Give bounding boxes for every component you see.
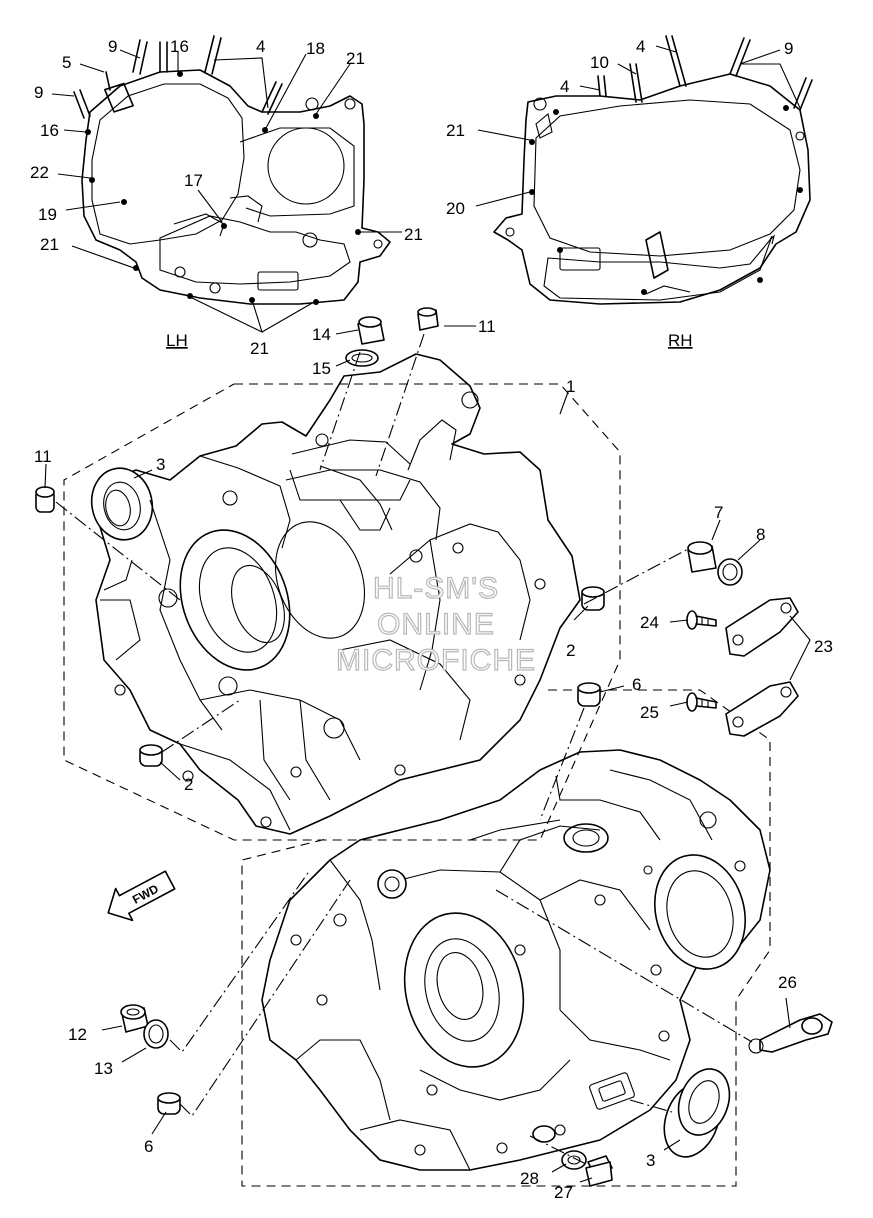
callout-8: 8 <box>756 525 765 544</box>
callout-28: 28 <box>520 1169 539 1188</box>
callout-lh-9b: 9 <box>34 83 43 102</box>
callout-lh-19: 19 <box>38 205 57 224</box>
callout-lh-17: 17 <box>184 171 203 190</box>
callout-lh-9a: 9 <box>108 37 117 56</box>
small-parts <box>35 307 833 1187</box>
callout-lh-21d: 21 <box>250 339 269 358</box>
callout-rh-9: 9 <box>784 39 793 58</box>
callout-lh-21a: 21 <box>346 49 365 68</box>
callout-1: 1 <box>566 377 575 396</box>
callout-24: 24 <box>640 613 659 632</box>
callout-lh-22: 22 <box>30 163 49 182</box>
crankcase-left-half <box>63 353 621 841</box>
callout-2-right: 2 <box>566 641 575 660</box>
callout-3-lower: 3 <box>646 1151 655 1170</box>
callout-11-top: 11 <box>478 317 496 336</box>
callout-14: 14 <box>312 325 331 344</box>
lh-crankcase-view <box>51 35 402 334</box>
callout-26: 26 <box>778 973 797 992</box>
callout-6-right: 6 <box>632 675 641 694</box>
callout-13: 13 <box>94 1059 113 1078</box>
callout-lh-18: 18 <box>306 39 325 58</box>
callout-25: 25 <box>640 703 659 722</box>
callout-rh-20: 20 <box>446 199 465 218</box>
callout-lh-21b: 21 <box>40 235 59 254</box>
callout-2-left: 2 <box>184 775 193 794</box>
callout-6-left: 6 <box>144 1137 153 1156</box>
callout-rh-10: 10 <box>590 53 609 72</box>
watermark-line-1: HL-SM'S <box>373 572 499 605</box>
callout-lh-16a: 16 <box>170 37 189 56</box>
callouts: 9 16 4 5 9 18 21 16 22 17 19 21 21 21 4 … <box>30 37 833 1202</box>
callout-15: 15 <box>312 359 331 378</box>
watermark: HL-SM'S ONLINE MICROFICHE <box>335 571 536 677</box>
leader-lines <box>44 325 811 1183</box>
callout-12: 12 <box>68 1025 87 1044</box>
callout-11-left: 11 <box>34 447 52 466</box>
watermark-line-3: MICROFICHE <box>336 644 536 677</box>
rh-crankcase-view <box>475 35 813 305</box>
callout-lh-4: 4 <box>256 37 265 56</box>
callout-lh-5: 5 <box>62 53 71 72</box>
callout-rh-21: 21 <box>446 121 465 140</box>
callout-rh-4b: 4 <box>560 77 569 96</box>
watermark-line-2: ONLINE <box>377 608 495 641</box>
crankcase-right-half <box>241 689 771 1187</box>
callout-27: 27 <box>554 1183 573 1202</box>
callout-lh-21c: 21 <box>404 225 423 244</box>
callout-lh-16b: 16 <box>40 121 59 140</box>
callout-3-upper: 3 <box>156 455 165 474</box>
lh-label: LH <box>166 331 188 350</box>
callout-7: 7 <box>714 503 723 522</box>
callout-rh-4a: 4 <box>636 37 645 56</box>
callout-23: 23 <box>814 637 833 656</box>
rh-label: RH <box>668 331 693 350</box>
forward-arrow-icon: FWD <box>107 870 176 922</box>
